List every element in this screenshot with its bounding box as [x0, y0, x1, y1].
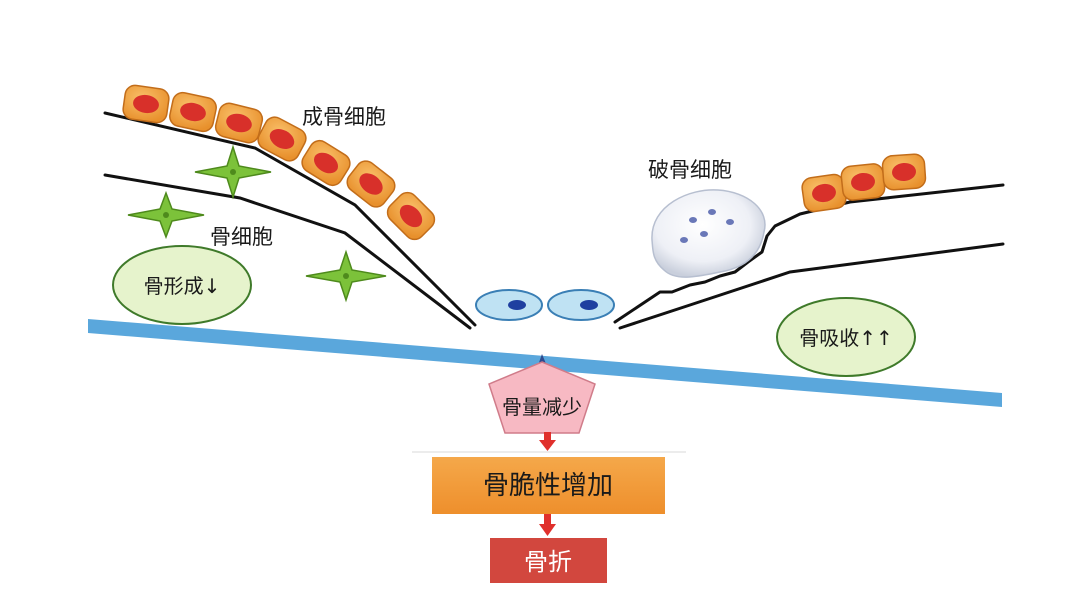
osteoblast-cell	[169, 91, 217, 133]
osteoblast-cell	[214, 102, 264, 144]
left-bone-line-lower	[103, 173, 472, 330]
bone-formation-ellipse	[112, 245, 252, 325]
osteoblast-cell	[801, 173, 847, 213]
right-bone-line-lower	[618, 242, 1005, 330]
bone-formation-label: 骨形成↓	[144, 274, 221, 298]
osteoblast-cell	[301, 139, 351, 187]
osteoblast-label: 成骨细胞	[302, 105, 386, 129]
brittleness-box	[432, 457, 665, 514]
osteoblast-group-left	[122, 84, 436, 241]
osteocyte-star	[305, 249, 387, 303]
osteoblast-cell	[122, 84, 170, 124]
lining-cell	[475, 289, 543, 321]
osteoblast-cell	[881, 153, 927, 191]
right-bone-line-upper	[613, 183, 1005, 324]
osteocyte-label: 骨细胞	[210, 225, 273, 249]
brittleness-label: 骨脆性增加	[483, 471, 613, 501]
lining-cell	[547, 289, 615, 321]
bone-loss-pentagon	[488, 361, 596, 434]
down-arrow-icon	[539, 512, 556, 536]
osteoblast-cell	[386, 191, 436, 241]
osteocyte-star	[127, 190, 205, 240]
left-bone-line-upper	[103, 111, 477, 327]
osteoclast-label: 破骨细胞	[648, 158, 732, 182]
osteoblast-cell	[840, 163, 886, 201]
osteoblast-group-right	[801, 153, 927, 213]
fracture-label: 骨折	[524, 548, 572, 576]
osteocyte-star	[194, 144, 272, 200]
osteoclast-cell	[651, 189, 766, 278]
bone-loss-label: 骨量减少	[502, 395, 582, 419]
fracture-box	[490, 538, 607, 583]
bone-resorption-ellipse	[776, 297, 916, 377]
bone-resorption-label: 骨吸收↑↑	[799, 326, 893, 350]
down-arrow-icon	[539, 432, 556, 451]
osteoblast-cell	[346, 160, 396, 208]
osteoblast-cell	[257, 116, 307, 162]
